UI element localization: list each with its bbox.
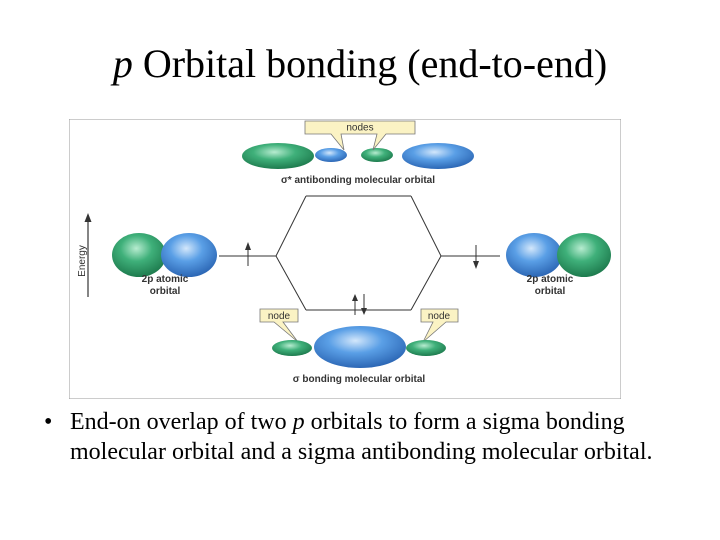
antibonding-inner-lobe-left bbox=[315, 148, 347, 162]
spin-up-arrow-icon bbox=[245, 242, 251, 250]
caption-part-1: End-on overlap of two bbox=[70, 409, 293, 435]
atomic-right-blue-lobe bbox=[506, 233, 562, 277]
antibonding-orbital-label: σ* antibonding molecular orbital bbox=[281, 175, 435, 186]
nodes-callout bbox=[304, 120, 416, 151]
atomic-left-label-line1: 2p atomic bbox=[142, 274, 189, 285]
energy-axis bbox=[84, 213, 92, 297]
caption-part-2: orbitals to form a sigma bonding molecul… bbox=[70, 409, 653, 465]
node-callout-right bbox=[420, 308, 459, 343]
paired-down-arrow-icon bbox=[361, 308, 367, 315]
node-right-label: node bbox=[428, 311, 451, 322]
node-callout-left bbox=[259, 308, 299, 343]
nodes-callout-label: nodes bbox=[346, 123, 373, 134]
title-p-variable: p bbox=[112, 41, 133, 86]
node-left-label: node bbox=[268, 311, 291, 322]
atomic-right-green-lobe bbox=[557, 233, 611, 277]
caption-text: End-on overlap of two p orbitals to form… bbox=[70, 407, 674, 467]
antibonding-orbital bbox=[242, 143, 474, 169]
antibonding-outer-lobe-right bbox=[402, 143, 474, 169]
energy-label: Energy bbox=[77, 245, 88, 277]
bonding-orbital bbox=[272, 326, 446, 368]
bonding-orbital-label: σ bonding molecular orbital bbox=[293, 374, 426, 385]
electron-pair-bonding bbox=[352, 294, 367, 315]
slide-title: p Orbital bonding (end-to-end) bbox=[0, 40, 720, 88]
caption-bullet: • bbox=[44, 409, 53, 435]
bonding-small-lobe-right bbox=[406, 340, 446, 356]
atomic-right-label-line1: 2p atomic bbox=[527, 274, 574, 285]
atomic-left-blue-lobe bbox=[161, 233, 217, 277]
atomic-left-label-line2: orbital bbox=[150, 286, 181, 297]
atomic-orbital-right bbox=[506, 233, 611, 277]
atomic-right-label-line2: orbital bbox=[535, 286, 566, 297]
antibonding-outer-lobe-left bbox=[242, 143, 314, 169]
title-text: Orbital bonding (end-to-end) bbox=[132, 41, 608, 86]
caption-p-variable: p bbox=[292, 409, 305, 435]
spin-down-arrow-icon bbox=[473, 261, 479, 269]
paired-up-arrow-icon bbox=[352, 294, 358, 301]
antibonding-inner-lobe-right bbox=[361, 148, 393, 162]
electron-arrow-left bbox=[245, 242, 251, 266]
atomic-left-green-lobe bbox=[112, 233, 166, 277]
orbital-diagram: Energy nodes σ* antibonding molecular or… bbox=[69, 119, 621, 399]
bonding-small-lobe-left bbox=[272, 340, 312, 356]
orbital-diagram-svg: Energy nodes σ* antibonding molecular or… bbox=[69, 119, 621, 399]
bonding-central-lobe bbox=[314, 326, 406, 368]
energy-arrow-icon bbox=[84, 213, 92, 222]
caption: • End-on overlap of two p orbitals to fo… bbox=[44, 407, 674, 467]
electron-arrow-right bbox=[473, 245, 479, 269]
atomic-orbital-left bbox=[112, 233, 217, 277]
